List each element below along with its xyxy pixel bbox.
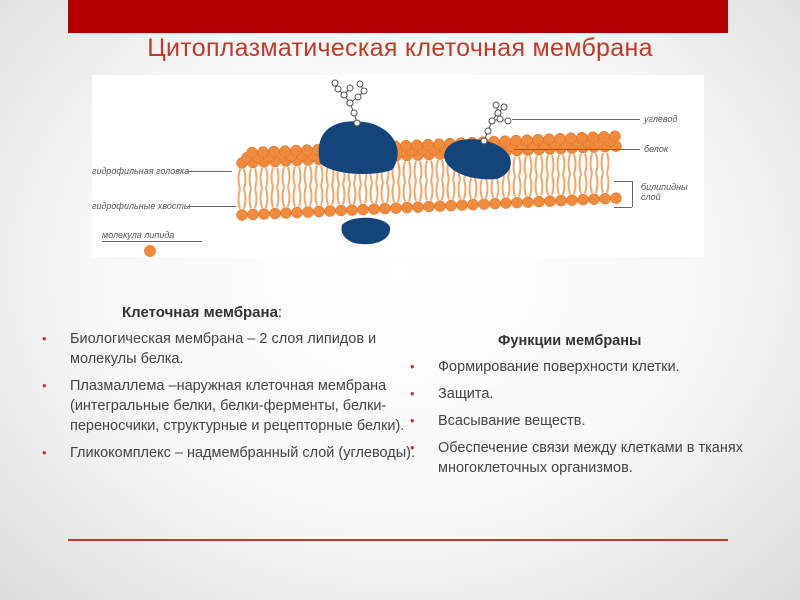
left-list: Биологическая мембрана – 2 слоя липидов … bbox=[38, 329, 418, 470]
label-hydrophobic-tails: гидрофильные хвосты bbox=[92, 201, 191, 211]
label-bilayer: билипидны слой bbox=[641, 182, 688, 202]
left-heading: Клеточная мембрана: bbox=[122, 304, 283, 321]
page-title: Цитоплазматическая клеточная мембрана bbox=[147, 34, 653, 62]
label-protein: белок bbox=[644, 144, 669, 154]
label-hydrophilic-head: гидрофильная головка bbox=[92, 166, 190, 176]
right-heading: Функции мембраны bbox=[498, 333, 642, 349]
membrane-diagram: углевод белок билипидны слой гидрофильна… bbox=[92, 75, 704, 257]
membrane-illustration bbox=[144, 79, 622, 257]
list-item: Формирование поверхности клетки. bbox=[406, 357, 786, 377]
list-item: Плазмаллема –наружная клеточная мембрана… bbox=[38, 376, 418, 436]
list-item: Всасывание веществ. bbox=[406, 411, 786, 431]
lipid-tails bbox=[237, 152, 610, 210]
list-item: Защита. bbox=[406, 384, 786, 404]
list-item: Гликокомплекс – надмембранный слой (угле… bbox=[38, 443, 418, 463]
list-item: Обеспечение связи между клетками в тканя… bbox=[406, 438, 786, 478]
bottom-divider bbox=[68, 539, 728, 541]
top-bar bbox=[68, 0, 728, 33]
right-list: Формирование поверхности клетки. Защита.… bbox=[406, 357, 786, 485]
label-lipid-molecule: молекула липида bbox=[102, 230, 175, 240]
label-carbohydrate: углевод bbox=[644, 114, 678, 124]
proteins bbox=[318, 121, 511, 245]
carbohydrate-chains bbox=[331, 79, 512, 145]
list-item: Биологическая мембрана – 2 слоя липидов … bbox=[38, 329, 418, 369]
